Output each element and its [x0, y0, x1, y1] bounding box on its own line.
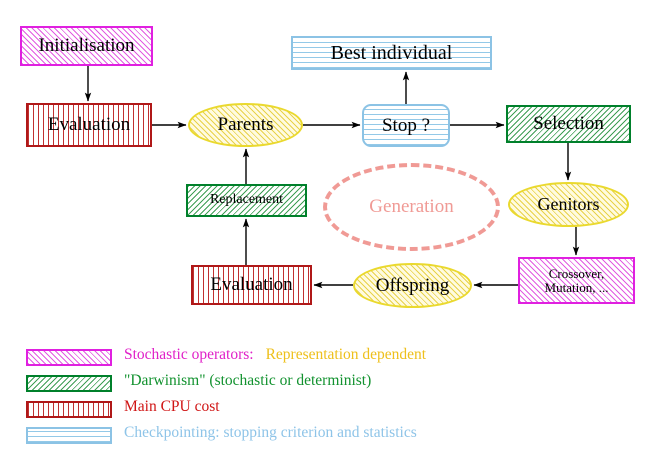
legend-row: Stochastic operators: Representation depe… [26, 346, 626, 372]
legend-row: "Darwinism" (stochastic or determinist) [26, 372, 626, 398]
legend-swatch-magenta-diag [26, 349, 112, 366]
node-evaluation_top[interactable]: Evaluation [26, 103, 152, 147]
legend-text: Main CPU cost [124, 398, 220, 416]
legend-text-primary: Main CPU cost [124, 398, 220, 415]
node-parents[interactable]: Parents [188, 103, 303, 147]
node-label-best_individual: Best individual [330, 41, 453, 64]
legend-text-primary: Checkpointing: stopping criterion and st… [124, 424, 417, 441]
legend-row: Checkpointing: stopping criterion and st… [26, 424, 626, 450]
node-label-stop: Stop ? [381, 114, 431, 136]
node-label-evaluation_bot: Evaluation [210, 274, 293, 296]
node-initialisation[interactable]: Initialisation [20, 26, 153, 66]
node-label-replacement: Replacement [209, 192, 284, 208]
legend-text: "Darwinism" (stochastic or determinist) [124, 372, 371, 390]
node-crossover[interactable]: Crossover, Mutation, ... [518, 257, 635, 304]
node-label-parents: Parents [217, 114, 274, 136]
node-genitors[interactable]: Genitors [508, 182, 629, 227]
node-replacement[interactable]: Replacement [186, 184, 307, 217]
legend-text-primary: Stochastic operators: [124, 346, 254, 363]
legend-swatch-blue-horiz [26, 427, 112, 444]
legend-text-primary: "Darwinism" (stochastic or determinist) [124, 372, 372, 389]
node-label-genitors: Genitors [537, 194, 600, 215]
node-label-selection: Selection [533, 113, 604, 135]
legend-row: Main CPU cost [26, 398, 626, 424]
node-selection[interactable]: Selection [506, 105, 631, 143]
legend-swatch-red-vert [26, 401, 112, 418]
legend-text: Checkpointing: stopping criterion and st… [124, 424, 417, 442]
node-stop[interactable]: Stop ? [362, 104, 450, 147]
node-label-crossover: Crossover, Mutation, ... [544, 265, 609, 295]
node-label-evaluation_top: Evaluation [47, 114, 131, 136]
legend: Stochastic operators: Representation depe… [26, 346, 626, 450]
node-evaluation_bot[interactable]: Evaluation [191, 265, 312, 305]
node-offspring[interactable]: Offspring [353, 263, 472, 308]
node-label-initialisation: Initialisation [38, 35, 135, 57]
legend-text: Stochastic operators: Representation depe… [124, 346, 426, 364]
legend-text-secondary: Representation dependent [265, 346, 427, 363]
node-label-offspring: Offspring [375, 274, 450, 296]
generation-annotation: Generation [323, 163, 500, 251]
legend-swatch-green-diag [26, 375, 112, 392]
node-best_individual[interactable]: Best individual [291, 36, 492, 70]
generation-label: Generation [369, 196, 454, 217]
